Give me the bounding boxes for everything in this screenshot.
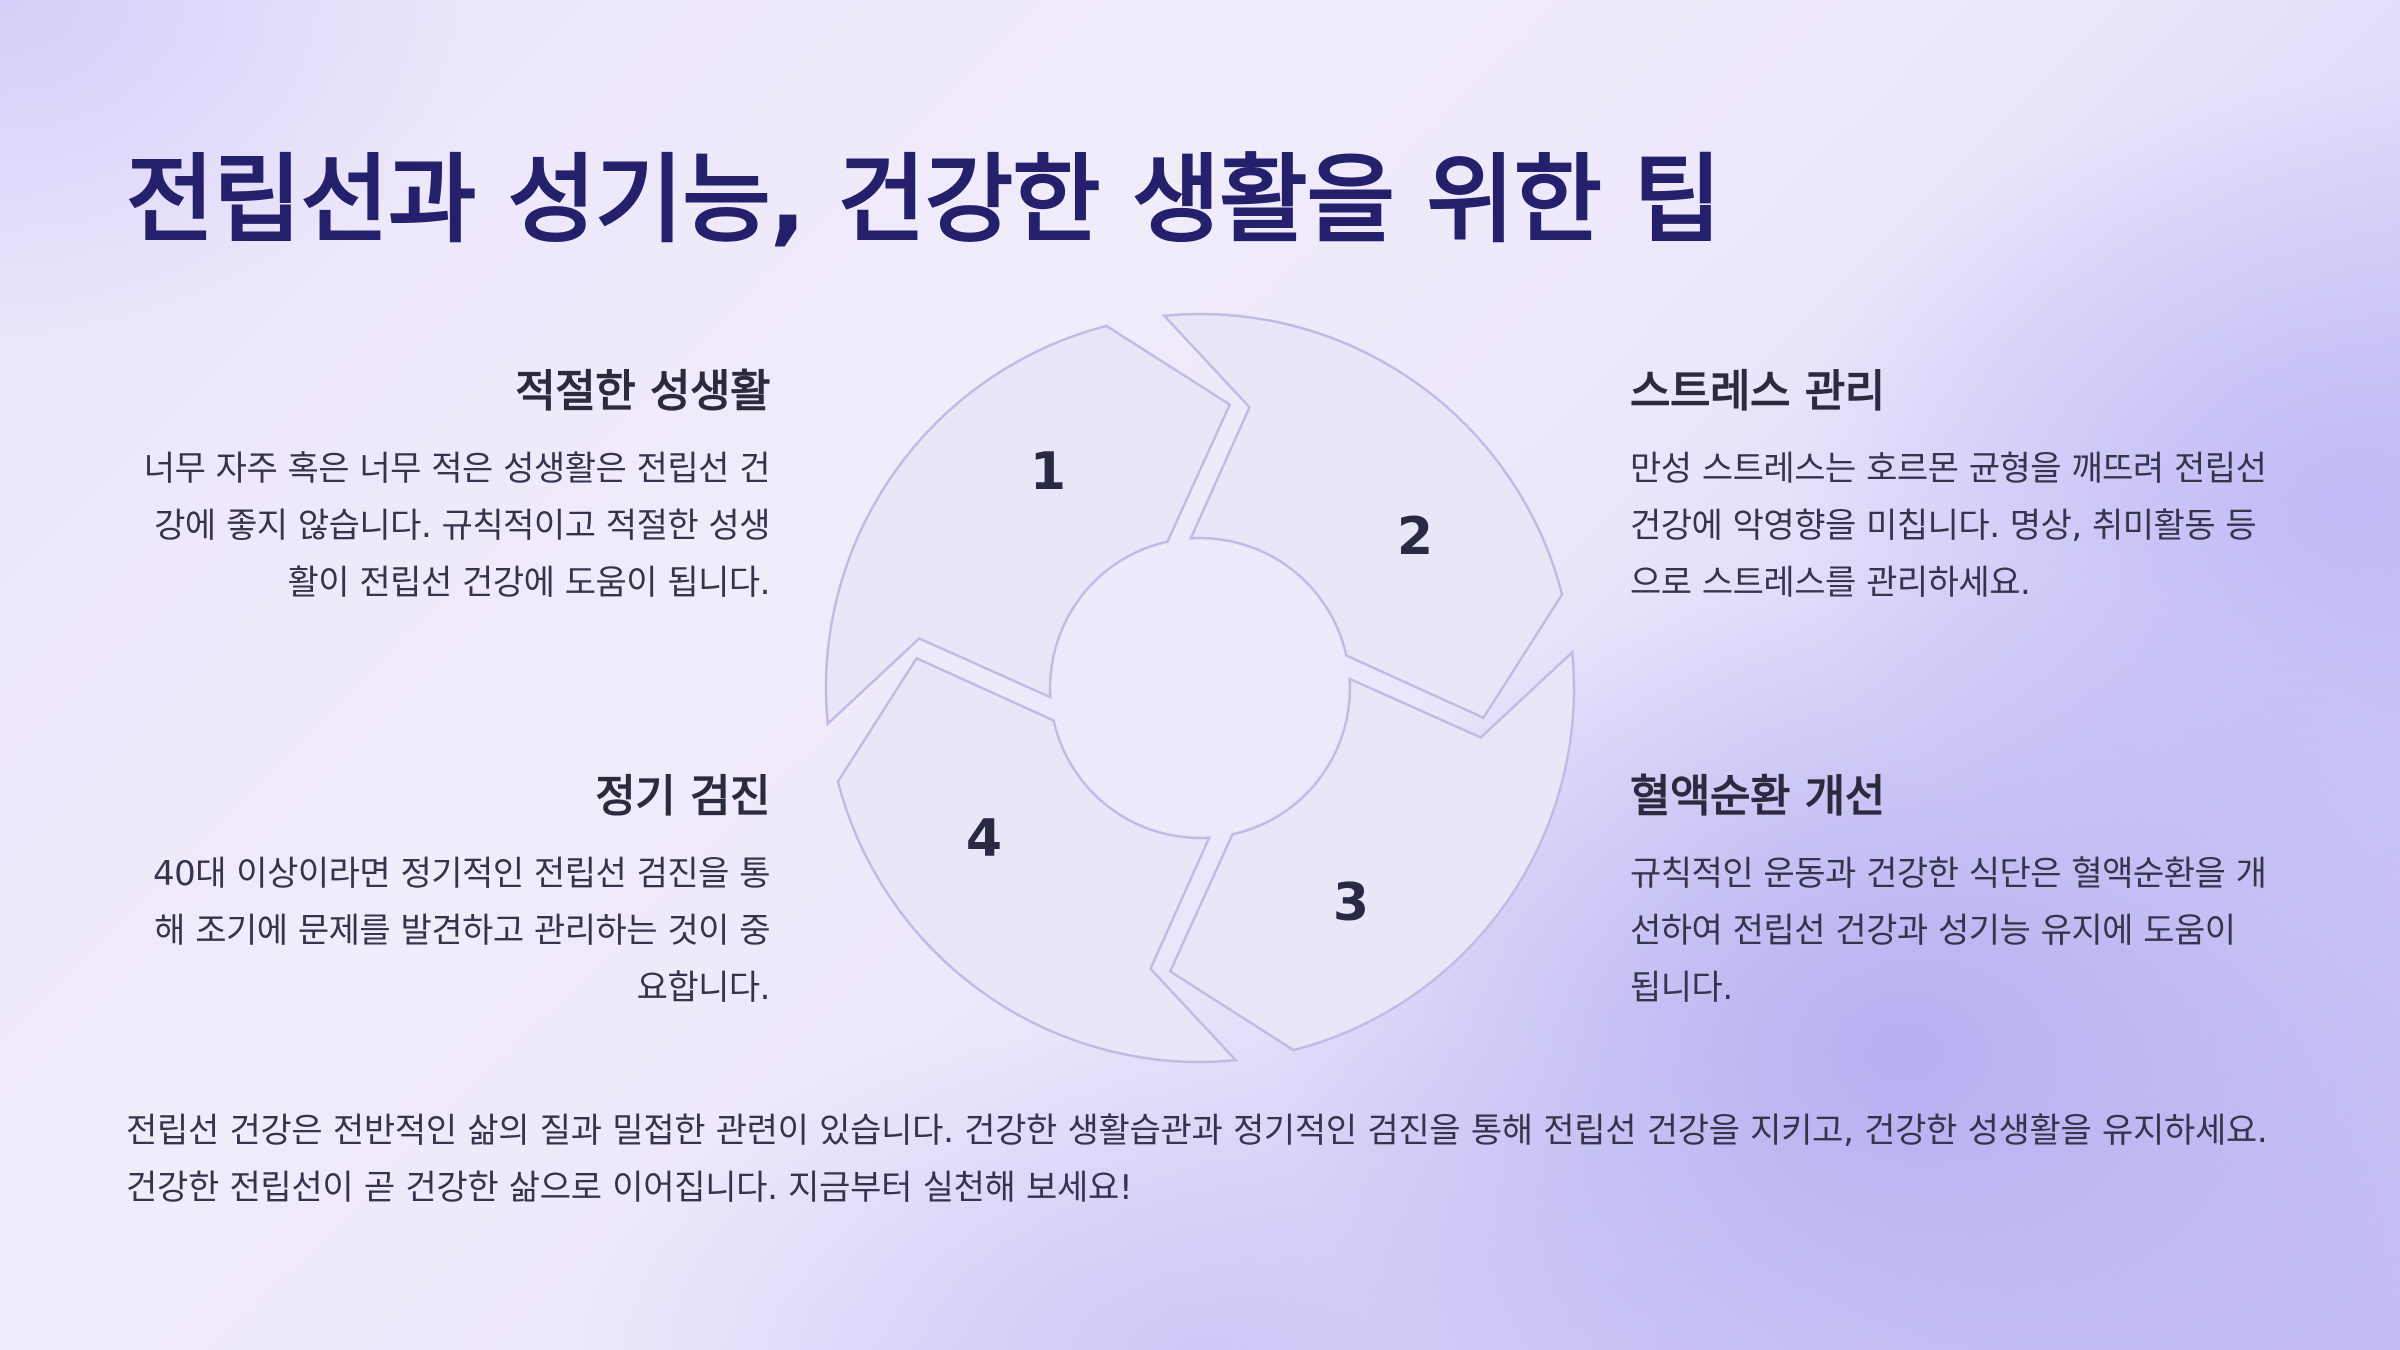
step-2-heading: 스트레스 관리 — [1630, 366, 1885, 417]
step-number-3: 3 — [1333, 873, 1369, 933]
step-number-1: 1 — [1030, 442, 1066, 502]
cycle-segment-2 — [1168, 649, 1576, 1052]
step-1-text: 너무 자주 혹은 너무 적은 성생활은 전립선 건강에 좋지 않습니다. 규칙적… — [143, 449, 771, 603]
step-4-text: 40대 이상이라면 정기적인 전립선 검진을 통해 조기에 문제를 발견하고 관… — [152, 854, 771, 1008]
step-1-heading: 적절한 성생활 — [515, 366, 770, 417]
cycle-center — [1054, 542, 1346, 834]
summary-text: 전립선 건강은 전반적인 삶의 질과 밀접한 관련이 있습니다. 건강한 생활습… — [126, 1111, 2268, 1208]
step-2-text: 만성 스트레스는 호르몬 균형을 깨뜨려 전립선 건강에 악영향을 미칩니다. … — [1630, 449, 2267, 603]
step-3-text: 규칙적인 운동과 건강한 식단은 혈액순환을 개선하여 전립선 건강과 성기능 … — [1630, 854, 2267, 1008]
step-3-block: 혈액순환 개선 규칙적인 운동과 건강한 식단은 혈액순환을 개선하여 전립선 … — [1630, 760, 2270, 1017]
cycle-segment-4 — [824, 324, 1232, 727]
step-2-block: 스트레스 관리 만성 스트레스는 호르몬 균형을 깨뜨려 전립선 건강에 악영향… — [1630, 355, 2270, 612]
cycle-segment-3 — [836, 656, 1239, 1064]
step-number-4: 4 — [966, 809, 1002, 869]
cycle-segment-1 — [1161, 312, 1564, 720]
step-1-block: 적절한 성생활 너무 자주 혹은 너무 적은 성생활은 전립선 건강에 좋지 않… — [130, 355, 771, 612]
step-4-heading: 정기 검진 — [595, 771, 770, 822]
step-3-heading: 혈액순환 개선 — [1630, 771, 1885, 822]
step-4-block: 정기 검진 40대 이상이라면 정기적인 전립선 검진을 통해 조기에 문제를 … — [130, 760, 771, 1017]
page-title: 전립선과 성기능, 건강한 생활을 위한 팁 — [126, 144, 1722, 256]
step-number-2: 2 — [1397, 507, 1433, 567]
